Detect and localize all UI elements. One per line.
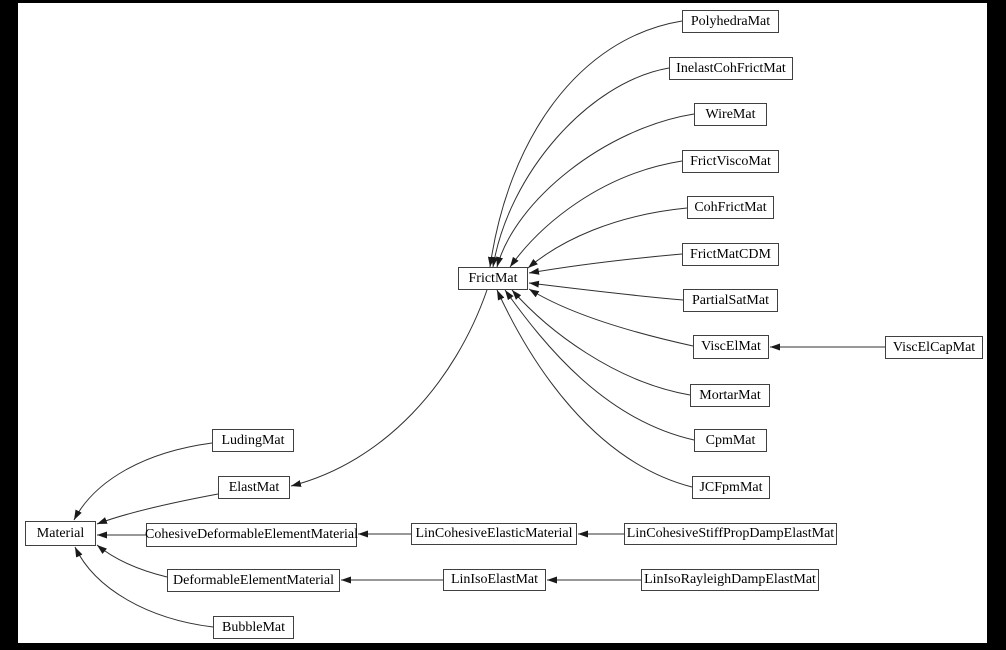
node-LudingMat[interactable]: LudingMat [212, 429, 294, 452]
node-ElastMat[interactable]: ElastMat [218, 476, 290, 499]
node-CohFrictMat[interactable]: CohFrictMat [687, 196, 774, 219]
node-BubbleMat[interactable]: BubbleMat [213, 616, 294, 639]
node-ViscElCapMat[interactable]: ViscElCapMat [885, 336, 983, 359]
node-PartialSatMat[interactable]: PartialSatMat [683, 289, 778, 312]
node-FrictMatCDM[interactable]: FrictMatCDM [682, 243, 779, 266]
node-ViscElMat[interactable]: ViscElMat [693, 335, 769, 359]
node-LinIsoRayleighDampElastMat[interactable]: LinIsoRayleighDampElastMat [641, 569, 819, 591]
node-MortarMat[interactable]: MortarMat [690, 384, 770, 407]
node-LinCohesiveElasticMaterial[interactable]: LinCohesiveElasticMaterial [411, 523, 577, 545]
node-DeformableElementMaterial[interactable]: DeformableElementMaterial [167, 569, 340, 592]
node-FrictMat[interactable]: FrictMat [458, 267, 528, 290]
node-CohesiveDeformableElementMaterial[interactable]: CohesiveDeformableElementMaterial [145, 523, 358, 547]
node-JCFpmMat[interactable]: JCFpmMat [692, 476, 770, 499]
node-CpmMat[interactable]: CpmMat [694, 429, 767, 452]
node-LinIsoElastMat[interactable]: LinIsoElastMat [443, 569, 546, 591]
node-InelastCohFrictMat[interactable]: InelastCohFrictMat [669, 57, 793, 80]
node-LinCohesiveStiffPropDampElastMat[interactable]: LinCohesiveStiffPropDampElastMat [624, 523, 837, 545]
node-Material[interactable]: Material [25, 521, 96, 546]
node-WireMat[interactable]: WireMat [694, 103, 767, 126]
node-PolyhedraMat[interactable]: PolyhedraMat [682, 10, 779, 33]
node-FrictViscoMat[interactable]: FrictViscoMat [682, 150, 779, 173]
